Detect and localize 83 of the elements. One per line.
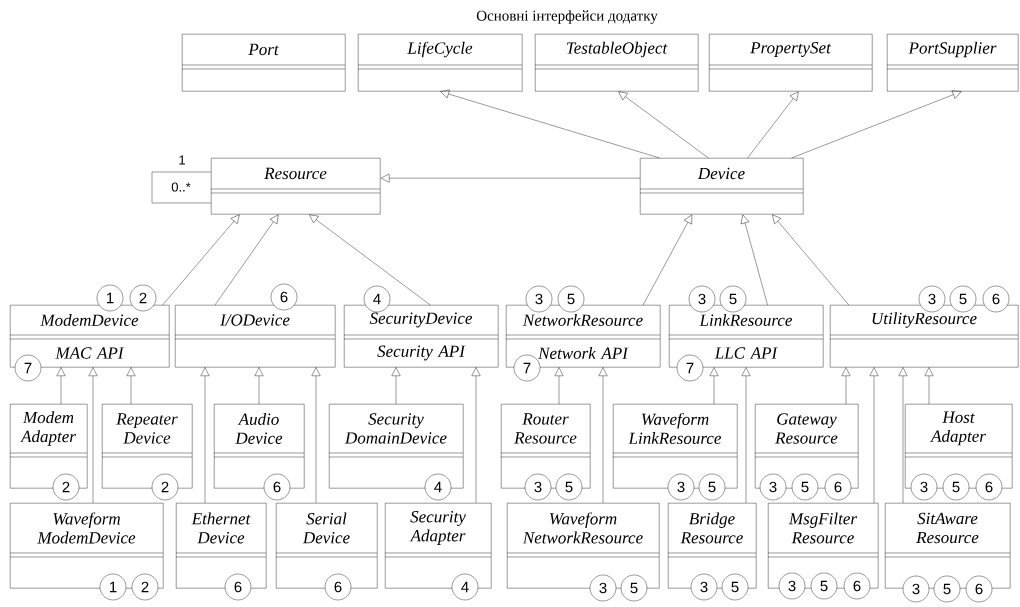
- arrow: [391, 367, 401, 405]
- arrow: [440, 89, 660, 159]
- arrow: [88, 367, 98, 504]
- callout-number: 6: [324, 573, 352, 601]
- callout-number: 3: [759, 473, 787, 501]
- callout-number: 6: [270, 283, 298, 311]
- arrow: [709, 367, 719, 405]
- callout-number: 5: [719, 285, 747, 313]
- arrow: [642, 214, 693, 306]
- callout-number: 3: [918, 285, 946, 313]
- callout-number: 6: [824, 473, 852, 501]
- callout-number: 5: [721, 573, 749, 601]
- arrow: [471, 367, 481, 504]
- arrow: [772, 214, 849, 306]
- class-box: PropertySet: [708, 34, 873, 92]
- arrow: [618, 91, 709, 159]
- class-box: TestableObject: [534, 34, 699, 92]
- callout-number: 5: [557, 285, 585, 313]
- callout-number: 6: [224, 573, 252, 601]
- association-line: [151, 171, 212, 204]
- class-box: Port: [181, 34, 346, 92]
- callout-number: 5: [933, 575, 961, 603]
- arrow: [740, 214, 768, 306]
- arrow: [56, 367, 66, 405]
- callout-number: 4: [424, 473, 452, 501]
- arrow: [747, 91, 799, 159]
- callout-number: 7: [676, 354, 704, 382]
- class-box: I/ODevice: [174, 305, 336, 368]
- arrow: [126, 367, 136, 405]
- callout-number: 3: [525, 285, 553, 313]
- callout-number: 3: [589, 574, 617, 602]
- callout-number: 3: [910, 473, 938, 501]
- class-box: Resource: [210, 158, 381, 215]
- callout-number: 5: [555, 473, 583, 501]
- arrow: [791, 90, 962, 159]
- arrow: [311, 367, 321, 504]
- callout-number: 5: [620, 574, 648, 602]
- arrow: [309, 214, 431, 306]
- arrow: [924, 367, 934, 405]
- callout-number: 2: [151, 473, 179, 501]
- arrow: [898, 367, 908, 504]
- arrow: [380, 173, 641, 183]
- class-box: SecurityDevice Security API: [343, 305, 499, 368]
- callout-number: 2: [52, 473, 80, 501]
- callout-number: 5: [791, 473, 819, 501]
- arrow: [741, 367, 751, 504]
- arrow: [254, 367, 264, 405]
- callout-number: 2: [131, 573, 159, 601]
- callout-number: 3: [524, 473, 552, 501]
- class-box: UtilityResource: [829, 305, 1019, 368]
- callout-number: 1: [96, 284, 124, 312]
- arrow: [554, 367, 564, 405]
- arrow: [869, 367, 879, 504]
- class-box: Device: [639, 158, 804, 215]
- callout-number: 6: [965, 575, 993, 603]
- class-box: LifeCycle: [357, 34, 523, 92]
- arrow: [200, 367, 210, 504]
- callout-number: 5: [810, 572, 838, 600]
- callout-number: 1: [99, 573, 127, 601]
- arrow: [841, 367, 851, 405]
- callout-number: 3: [690, 573, 718, 601]
- callout-number: 5: [942, 473, 970, 501]
- arrow: [598, 367, 608, 504]
- class-box: PortSupplier: [886, 34, 1019, 92]
- callout-number: 4: [451, 573, 479, 601]
- title: Основні інтерфейси додатку: [476, 10, 658, 24]
- callout-number: 3: [778, 572, 806, 600]
- callout-number: 6: [982, 285, 1010, 313]
- callout-number: 6: [843, 572, 871, 600]
- edge-label: 0..*: [170, 181, 192, 193]
- callout-number: 2: [129, 284, 157, 312]
- arrow: [162, 214, 240, 306]
- callout-number: 3: [902, 575, 930, 603]
- callout-number: 4: [363, 285, 391, 313]
- arrow: [214, 214, 279, 306]
- callout-number: 5: [698, 473, 726, 501]
- callout-number: 6: [975, 473, 1003, 501]
- callout-number: 3: [667, 473, 695, 501]
- callout-number: 7: [14, 354, 42, 382]
- callout-number: 6: [263, 473, 291, 501]
- callout-number: 5: [949, 285, 977, 313]
- multiplicity-label: 1: [179, 155, 185, 165]
- callout-number: 3: [688, 285, 716, 313]
